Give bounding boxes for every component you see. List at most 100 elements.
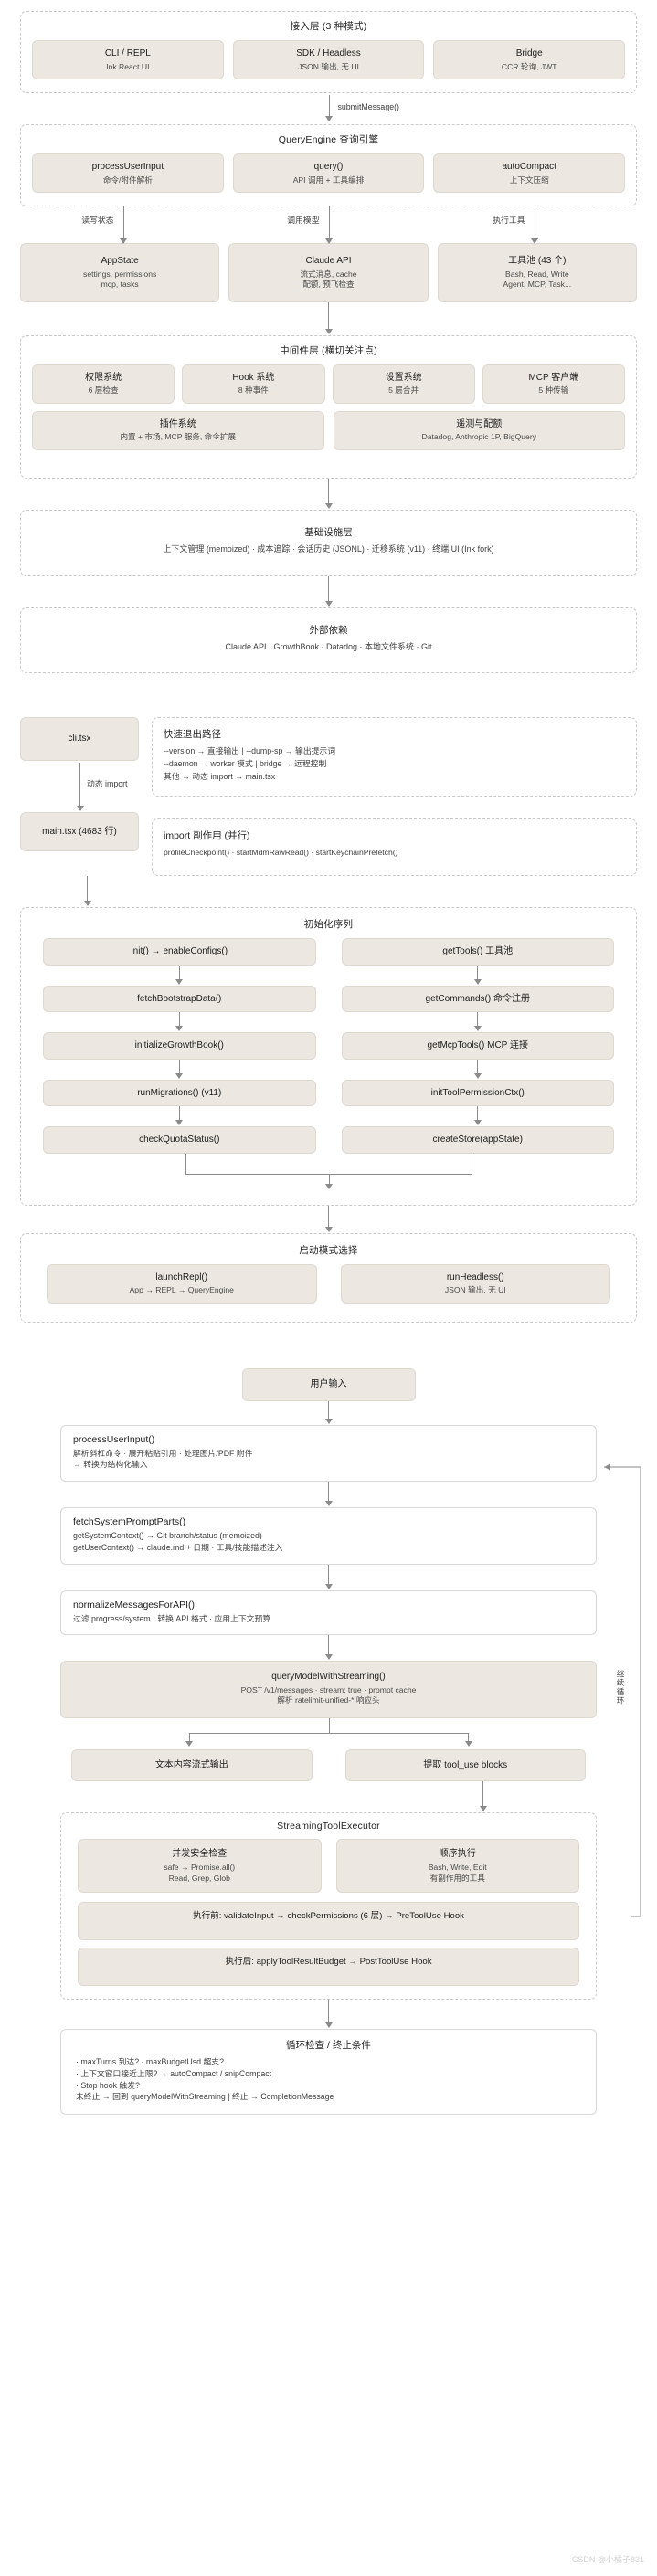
node-run-migrations[interactable]: runMigrations() (v11) bbox=[43, 1079, 316, 1107]
external-sub: Claude API · GrowthBook · Datadog · 本地文件… bbox=[225, 641, 432, 651]
arrow-line bbox=[83, 876, 91, 907]
init-column-right: getTools() 工具池 getCommands() 命令注册 getMcp… bbox=[341, 938, 614, 1154]
node-sdk-headless[interactable]: SDK / Headless JSON 输出, 无 UI bbox=[232, 40, 425, 80]
node-title: launchRepl() bbox=[155, 1272, 208, 1283]
external-content: 外部依赖 Claude API · GrowthBook · Datadog ·… bbox=[32, 621, 625, 653]
fastpath-line-2: --daemon → worker 模式 | bridge → 远程控制 bbox=[164, 758, 327, 768]
node-sub: 流式消息, cache 配额, 预飞检查 bbox=[300, 269, 357, 290]
node-post-execution[interactable]: 执行后: applyToolResultBudget → PostToolUse… bbox=[78, 1948, 579, 1987]
node-extract-tool-use-blocks[interactable]: 提取 tool_use blocks bbox=[344, 1748, 586, 1782]
node-cli-tsx[interactable]: cli.tsx bbox=[20, 717, 139, 761]
node-process-user-input[interactable]: processUserInput 命令/附件解析 bbox=[32, 153, 224, 194]
node-title: Bridge bbox=[515, 48, 543, 58]
group-fastpath: 快速退出路径 --version → 直接输出 | --dump-sp → 输出… bbox=[152, 717, 637, 797]
node-get-tools[interactable]: getTools() 工具池 bbox=[341, 938, 614, 966]
arrow-line bbox=[473, 965, 482, 985]
arrow-to-executor bbox=[20, 1781, 637, 1812]
node-get-commands[interactable]: getCommands() 命令注册 bbox=[341, 985, 614, 1013]
middleware-row-1: 权限系统 6 层检查 Hook 系统 8 种事件 设置系统 5 层合并 MCP … bbox=[32, 364, 625, 404]
node-telemetry-quota[interactable]: 遥测与配额 Datadog, Anthropic 1P, BigQuery bbox=[333, 410, 625, 451]
arrow-submit-message-label: submitMessage() bbox=[337, 102, 399, 112]
node-sub: JSON 输出, 无 UI bbox=[298, 61, 359, 71]
node-mcp-client[interactable]: MCP 客户端 5 种传输 bbox=[482, 364, 625, 404]
launch-mode-nodes: launchRepl() App → REPL → QueryEngine ru… bbox=[47, 1263, 610, 1304]
arrow-to-infra bbox=[20, 479, 637, 510]
node-pre-execution[interactable]: 执行前: validateInput → checkPermissions (6… bbox=[78, 1902, 579, 1941]
node-loop-check[interactable]: 循环检查 / 终止条件 · maxTurns 到达? · maxBudgetUs… bbox=[60, 2029, 597, 2116]
fastpath-line-3: 其他 → 动态 import → main.tsx bbox=[164, 771, 276, 781]
arrow-line bbox=[324, 1564, 333, 1589]
node-init-tool-permission-ctx[interactable]: initToolPermissionCtx() bbox=[341, 1079, 614, 1107]
step-line-1: getSystemContext() → Git branch/status (… bbox=[73, 1531, 262, 1541]
node-concurrent-safety-check[interactable]: 并发安全检查 safe → Promise.all() Read, Grep, … bbox=[78, 1839, 322, 1894]
query-model-wrap: queryModelWithStreaming() POST /v1/messa… bbox=[60, 1661, 597, 1718]
node-initialize-growthbook[interactable]: initializeGrowthBook() bbox=[43, 1032, 316, 1060]
cli-col: cli.tsx 动态 import main.tsx (4683 行) bbox=[20, 717, 139, 876]
arrow-line bbox=[175, 1012, 184, 1032]
external-title: 外部依赖 bbox=[309, 624, 348, 636]
arrow-dynamic-import: 动态 import bbox=[20, 761, 139, 812]
node-title: processUserInput bbox=[91, 162, 164, 173]
node-get-mcp-tools[interactable]: getMcpTools() MCP 连接 bbox=[341, 1032, 614, 1060]
node-permission-system[interactable]: 权限系统 6 层检查 bbox=[32, 364, 175, 404]
node-title: MCP 客户端 bbox=[528, 372, 579, 383]
node-query[interactable]: query() API 调用 + 工具编排 bbox=[232, 153, 425, 194]
architecture-diagram: 接入层 (3 种模式) CLI / REPL Ink React UI SDK … bbox=[0, 0, 657, 674]
arrow-line bbox=[324, 1635, 333, 1661]
step-line-1: 解析斜杠命令 · 展开粘贴引用 · 处理图片/PDF 附件 bbox=[73, 1448, 253, 1458]
arrow-label-read-write-state: 读写状态 bbox=[81, 216, 114, 226]
node-sub: JSON 输出, 无 UI bbox=[444, 1285, 506, 1295]
node-sub: CCR 轮询, JWT bbox=[501, 61, 557, 71]
arrow-line bbox=[324, 1400, 333, 1424]
node-title: 工具池 (43 个) bbox=[508, 256, 567, 267]
node-process-user-input-detail[interactable]: processUserInput() 解析斜杠命令 · 展开粘贴引用 · 处理图… bbox=[60, 1424, 597, 1483]
node-title: 顺序执行 bbox=[439, 1849, 476, 1860]
node-title: query() bbox=[313, 162, 344, 173]
group-middleware: 中间件层 (横切关注点) 权限系统 6 层检查 Hook 系统 8 种事件 设置… bbox=[20, 334, 637, 480]
node-create-store[interactable]: createStore(appState) bbox=[341, 1126, 614, 1154]
node-normalize-messages-for-api[interactable]: normalizeMessagesForAPI() 过滤 progress/sy… bbox=[60, 1589, 597, 1636]
node-title: CLI / REPL bbox=[104, 48, 151, 58]
node-sub: 6 层检查 bbox=[88, 385, 119, 396]
node-claude-api[interactable]: Claude API 流式消息, cache 配额, 预飞检查 bbox=[228, 243, 429, 302]
node-check-quota-status[interactable]: checkQuotaStatus() bbox=[43, 1126, 316, 1154]
group-launch-mode: 启动模式选择 launchRepl() App → REPL → QueryEn… bbox=[20, 1232, 637, 1324]
node-hook-system[interactable]: Hook 系统 8 种事件 bbox=[182, 364, 325, 404]
node-main-tsx[interactable]: main.tsx (4683 行) bbox=[20, 811, 139, 852]
step-line-1: 过滤 progress/system · 转换 API 格式 · 应用上下文预算 bbox=[73, 1613, 271, 1623]
split-arrow-branches bbox=[60, 1717, 597, 1749]
step-line-2: getUserContext() → claude.md + 日期 · 工具/技… bbox=[73, 1542, 283, 1552]
arrow-label-exec-tools: 执行工具 bbox=[493, 216, 525, 226]
node-text-stream-output[interactable]: 文本内容流式输出 bbox=[71, 1748, 313, 1782]
group-access-layer: 接入层 (3 种模式) CLI / REPL Ink React UI SDK … bbox=[20, 11, 637, 94]
loop-check-title: 循环检查 / 终止条件 bbox=[286, 2040, 371, 2052]
node-sub: settings, permissions mcp, tasks bbox=[83, 269, 157, 290]
branch-nodes: 文本内容流式输出 提取 tool_use blocks bbox=[71, 1748, 586, 1782]
node-tool-pool[interactable]: 工具池 (43 个) Bash, Read, Write Agent, MCP,… bbox=[437, 243, 637, 302]
arrow-to-launch-mode bbox=[20, 1205, 637, 1233]
node-auto-compact[interactable]: autoCompact 上下文压缩 bbox=[433, 153, 626, 194]
node-settings-system[interactable]: 设置系统 5 层合并 bbox=[332, 364, 475, 404]
step-title: processUserInput() bbox=[73, 1433, 155, 1445]
group-import-side-effects: import 副作用 (并行) profileCheckpoint() · st… bbox=[152, 818, 637, 877]
node-run-headless[interactable]: runHeadless() JSON 输出, 无 UI bbox=[340, 1263, 610, 1304]
node-fetch-bootstrap-data[interactable]: fetchBootstrapData() bbox=[43, 985, 316, 1013]
node-user-input[interactable]: 用户输入 bbox=[241, 1368, 416, 1401]
node-cli-repl[interactable]: CLI / REPL Ink React UI bbox=[32, 40, 224, 80]
node-query-model-with-streaming[interactable]: queryModelWithStreaming() POST /v1/messa… bbox=[60, 1661, 597, 1718]
arrow-line bbox=[324, 1482, 333, 1507]
node-launch-repl[interactable]: launchRepl() App → REPL → QueryEngine bbox=[47, 1263, 317, 1304]
node-plugin-system[interactable]: 插件系统 内置 + 市场, MCP 服务, 命令扩展 bbox=[32, 410, 324, 451]
arrow-line bbox=[175, 1106, 184, 1126]
arrow-user-to-process bbox=[20, 1400, 637, 1425]
node-bridge[interactable]: Bridge CCR 轮询, JWT bbox=[433, 40, 626, 80]
loop-feedback-label: 继续循环 bbox=[616, 1670, 625, 1705]
arrow-line bbox=[479, 1781, 487, 1812]
node-sub: 5 种传输 bbox=[538, 385, 569, 396]
cli-side-panels: 快速退出路径 --version → 直接输出 | --dump-sp → 输出… bbox=[152, 717, 637, 877]
node-appstate[interactable]: AppState settings, permissions mcp, task… bbox=[20, 243, 220, 302]
node-title: queryModelWithStreaming() bbox=[271, 1672, 386, 1683]
node-sequential-execution[interactable]: 顺序执行 Bash, Write, Edit 有副作用的工具 bbox=[335, 1839, 579, 1894]
node-init-enable-configs[interactable]: init() → enableConfigs() bbox=[43, 938, 316, 966]
node-fetch-system-prompt-parts[interactable]: fetchSystemPromptParts() getSystemContex… bbox=[60, 1507, 597, 1565]
